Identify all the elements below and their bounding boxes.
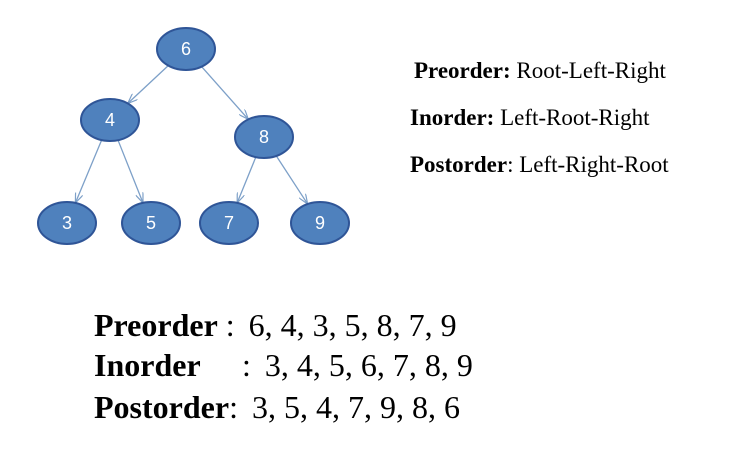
tree-node-label: 6 — [181, 39, 191, 59]
tree-node-shape — [156, 27, 216, 71]
tree-edge-6-4 — [128, 65, 169, 103]
tree-edge-4-3 — [76, 139, 103, 202]
inorder-traversal: Inorder : 3, 4, 5, 6, 7, 8, 9 — [94, 347, 473, 384]
postorder-traversal-name: Postorder — [94, 389, 230, 425]
tree-node-label: 5 — [146, 213, 156, 233]
tree-edge-4-5 — [117, 139, 143, 202]
tree-nodes: 6 4 8 3 5 7 9 — [37, 27, 350, 245]
tree-node-8: 8 — [234, 115, 294, 159]
inorder-traversal-sequence: 3, 4, 5, 6, 7, 8, 9 — [264, 347, 473, 383]
preorder-traversal-sequence: 6, 4, 3, 5, 8, 7, 9 — [248, 307, 457, 343]
preorder-traversal-name: Preorder — [94, 307, 218, 343]
tree-node-9: 9 — [290, 201, 350, 245]
tree-node-4: 4 — [80, 98, 140, 142]
postorder-traversal-sequence: 3, 5, 4, 7, 9, 8, 6 — [251, 389, 460, 425]
postorder-definition-term: Postorder — [410, 152, 508, 177]
inorder-traversal-sep: : — [234, 347, 259, 383]
tree-node-label: 9 — [315, 213, 325, 233]
inorder-traversal-name: Inorder — [94, 347, 201, 383]
tree-node-3: 3 — [37, 201, 97, 245]
postorder-definition: Postorder: Left-Right-Root — [410, 152, 669, 178]
tree-node-label: 8 — [259, 127, 269, 147]
preorder-definition-term: Preorder: — [414, 58, 511, 83]
tree-node-label: 4 — [105, 110, 115, 130]
tree-node-shape — [80, 98, 140, 142]
inorder-definition-desc: Left-Root-Right — [494, 105, 650, 130]
tree-node-shape — [121, 201, 181, 245]
tree-node-shape — [37, 201, 97, 245]
inorder-definition-term: Inorder: — [410, 105, 495, 130]
tree-edge-8-7 — [238, 156, 257, 202]
preorder-definition: Preorder: Root-Left-Right — [414, 58, 666, 84]
preorder-traversal-sep: : — [217, 307, 243, 343]
tree-node-label: 7 — [224, 213, 234, 233]
tree-node-shape — [234, 115, 294, 159]
tree-node-label: 3 — [62, 213, 72, 233]
preorder-traversal: Preorder : 6, 4, 3, 5, 8, 7, 9 — [94, 307, 457, 344]
tree-node-6: 6 — [156, 27, 216, 71]
tree-node-5: 5 — [121, 201, 181, 245]
tree-node-7: 7 — [199, 201, 259, 245]
tree-edge-8-9 — [275, 155, 307, 203]
postorder-definition-desc: : Left-Right-Root — [507, 152, 669, 177]
preorder-definition-desc: Root-Left-Right — [510, 58, 666, 83]
tree-node-shape — [290, 201, 350, 245]
tree-edges — [76, 65, 307, 204]
tree-node-shape — [199, 201, 259, 245]
inorder-definition: Inorder: Left-Root-Right — [410, 105, 650, 131]
tree-edge-6-8 — [201, 66, 248, 119]
postorder-traversal: Postorder: 3, 5, 4, 7, 9, 8, 6 — [94, 389, 460, 426]
postorder-traversal-sep: : — [229, 389, 246, 425]
